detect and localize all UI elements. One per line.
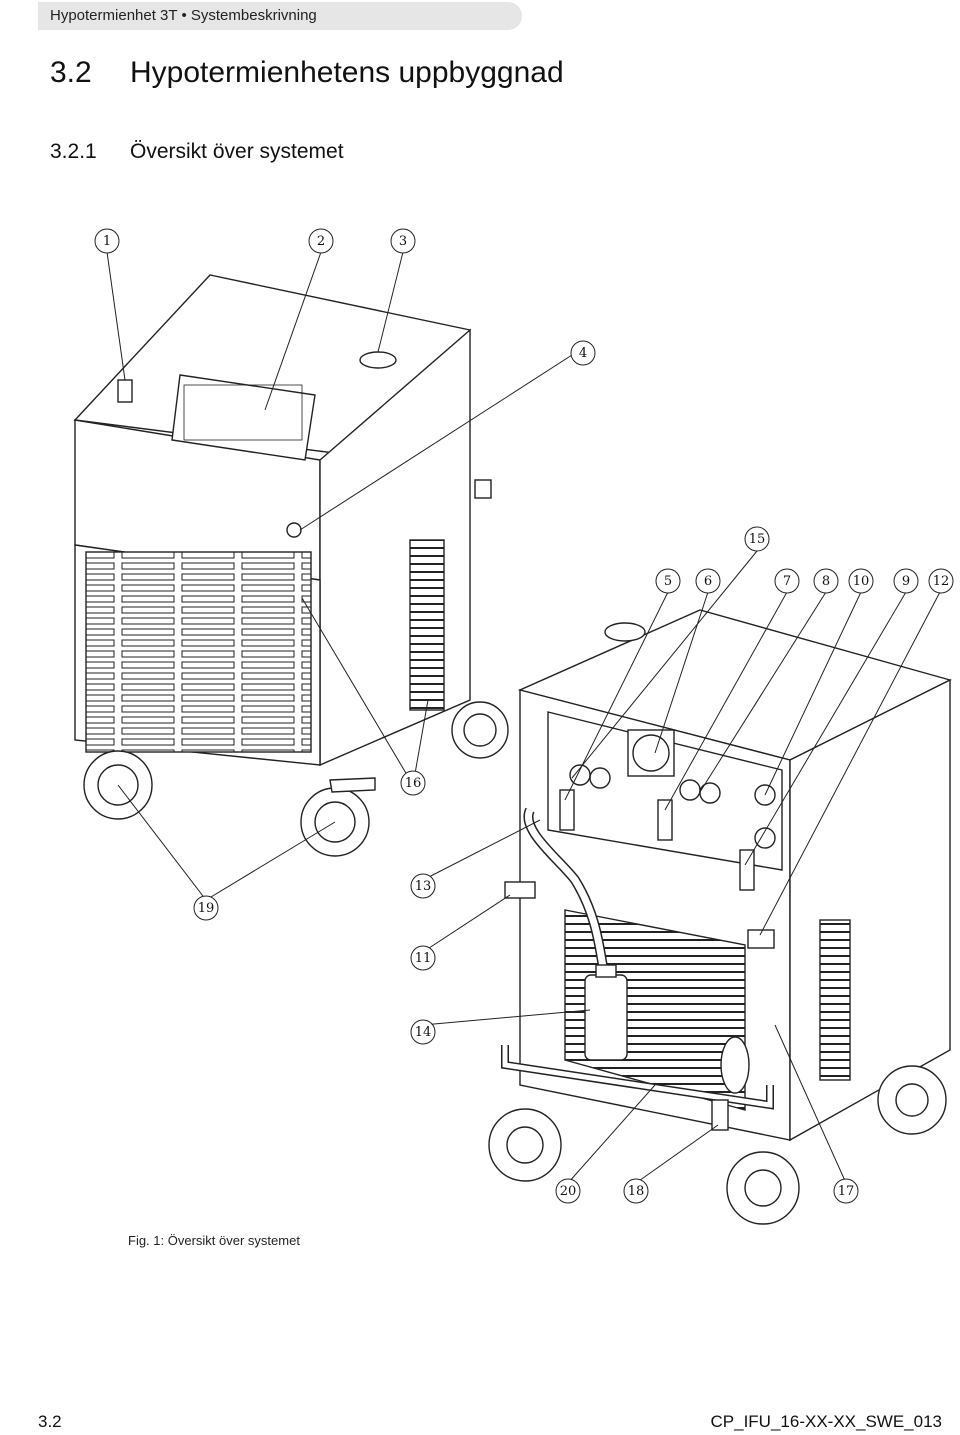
callout-4: 4 (570, 340, 596, 366)
callout-9: 9 (893, 568, 919, 594)
callout-15: 15 (744, 526, 770, 552)
subsection-title: Översikt över systemet (130, 140, 344, 163)
svg-text:14: 14 (415, 1025, 432, 1040)
callout-8: 8 (813, 568, 839, 594)
svg-text:4: 4 (579, 346, 587, 361)
callout-3: 3 (390, 228, 416, 254)
system-overview-figure: 1 2 3 4 5 6 7 8 9 10 11 12 13 14 15 16 1… (73, 228, 954, 1225)
figure-caption: Fig. 1: Översikt över systemet (128, 1233, 300, 1248)
section-number: 3.2 (50, 56, 92, 89)
callout-16: 16 (400, 770, 426, 796)
svg-text:10: 10 (853, 574, 870, 589)
callout-10: 10 (848, 568, 874, 594)
callout-leader-lines (106, 251, 941, 1184)
svg-text:13: 13 (415, 879, 432, 894)
document-code: CP_IFU_16-XX-XX_SWE_013 (710, 1412, 943, 1431)
svg-text:7: 7 (783, 574, 791, 589)
svg-text:11: 11 (415, 951, 432, 966)
svg-text:20: 20 (560, 1184, 577, 1199)
svg-text:15: 15 (749, 532, 766, 547)
callout-17: 17 (833, 1178, 859, 1204)
svg-text:2: 2 (317, 234, 325, 249)
callouts: 1 2 3 4 5 6 7 8 9 10 11 12 13 14 15 16 1… (94, 228, 954, 1204)
callout-2: 2 (308, 228, 334, 254)
unit-front-view (73, 274, 509, 857)
svg-text:1: 1 (103, 234, 111, 249)
svg-text:9: 9 (902, 574, 910, 589)
callout-19: 19 (193, 895, 219, 921)
callout-5: 5 (655, 568, 681, 594)
svg-text:17: 17 (838, 1184, 855, 1199)
subsection-number: 3.2.1 (50, 140, 97, 163)
page-number: 3.2 (38, 1412, 62, 1431)
callout-12: 12 (928, 568, 954, 594)
callout-6: 6 (695, 568, 721, 594)
svg-text:3: 3 (399, 234, 407, 249)
callout-20: 20 (555, 1178, 581, 1204)
svg-text:19: 19 (198, 901, 215, 916)
svg-text:8: 8 (822, 574, 830, 589)
svg-text:16: 16 (405, 776, 422, 791)
svg-text:6: 6 (704, 574, 712, 589)
svg-text:5: 5 (664, 574, 672, 589)
running-header-bar (38, 2, 522, 30)
running-header: Hypotermienhet 3T • Systembeskrivning (50, 7, 317, 24)
unit-rear-view (488, 609, 952, 1225)
svg-text:18: 18 (628, 1184, 645, 1199)
callout-18: 18 (623, 1178, 649, 1204)
callout-13: 13 (410, 873, 436, 899)
svg-text:12: 12 (933, 574, 950, 589)
callout-1: 1 (94, 228, 120, 254)
callout-7: 7 (774, 568, 800, 594)
section-title: Hypotermienhetens uppbyggnad (130, 56, 564, 89)
callout-14: 14 (410, 1019, 436, 1045)
callout-11: 11 (410, 945, 436, 971)
